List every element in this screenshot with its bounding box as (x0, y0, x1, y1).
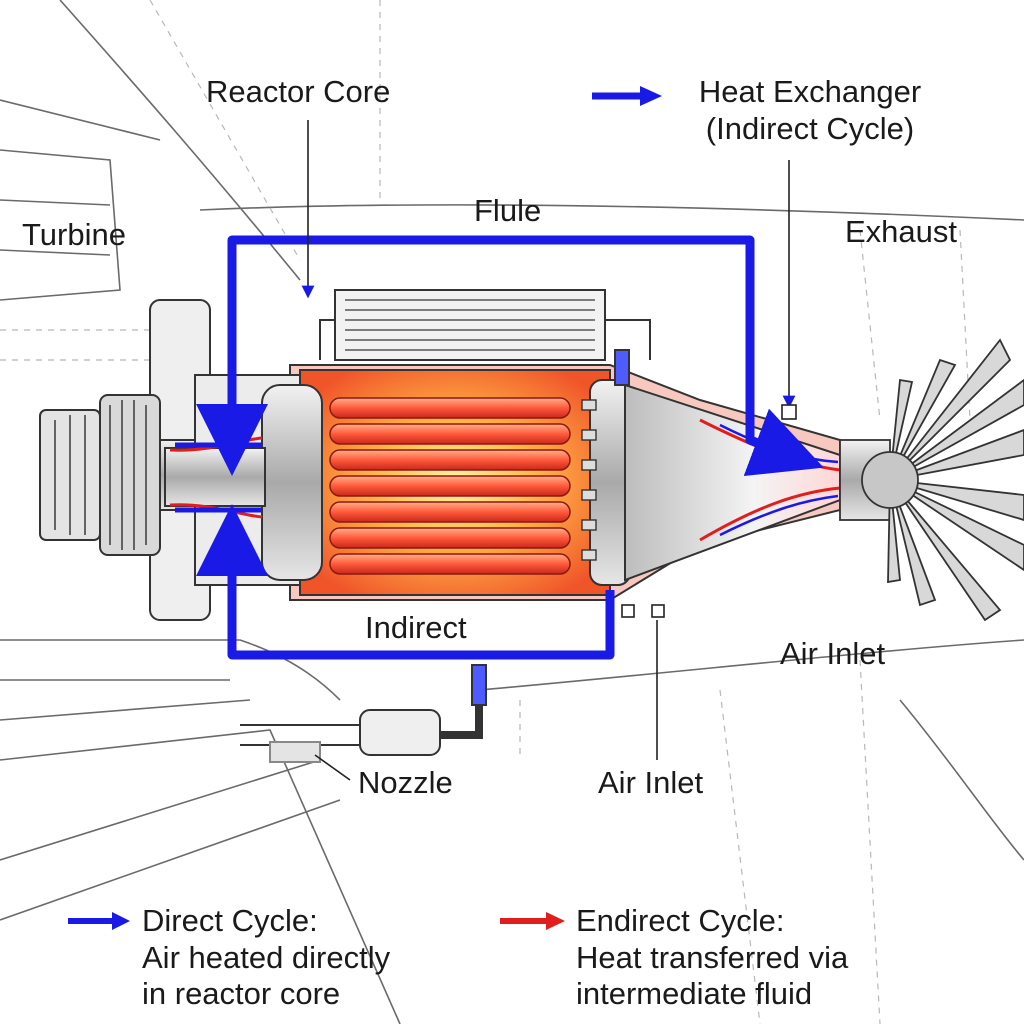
blue-arrow-icon (68, 912, 130, 930)
legend-indirect-desc-1: Heat transferred via (576, 939, 849, 975)
reactor-core (329, 397, 571, 575)
label-indirect: Indirect (365, 610, 467, 645)
red-arrow-icon (500, 912, 565, 930)
dashed-guides (0, 0, 971, 1024)
label-exhaust: Exhaust (845, 214, 958, 249)
legend-direct-title: Direct Cycle: (142, 903, 318, 938)
reactor-end-caps (261, 379, 631, 586)
connector-pipes (240, 349, 630, 763)
legend-indirect-title: Endirect Cycle: (576, 903, 785, 938)
legend-direct-desc-2: in reactor core (142, 976, 341, 1012)
label-air-inlet-bottom: Air Inlet (598, 765, 704, 800)
direct-cycle-loop (175, 235, 824, 660)
heat-exchanger-unit (319, 289, 651, 361)
legend-indirect: Endirect Cycle: Heat transferred via int… (576, 903, 848, 1013)
label-turbine: Turbine (22, 217, 126, 252)
label-reactor-core: Reactor Core (206, 74, 391, 109)
blue-arrow-icon (592, 86, 662, 106)
legend-direct-desc-1: Air heated directly (142, 939, 391, 975)
label-heat-exchanger-line2: (Indirect Cycle) (705, 110, 915, 146)
label-nozzle: Nozzle (358, 765, 453, 800)
leader-lines (301, 120, 797, 781)
label-flule: Flule (474, 193, 542, 228)
label-heat-exchanger: Heat Exchanger (Indirect Cycle) (680, 74, 940, 147)
legend-indirect-desc-2: intermediate fluid (576, 976, 813, 1012)
exhaust-fan (839, 338, 1024, 622)
label-air-inlet-right: Air Inlet (780, 636, 886, 671)
label-heat-exchanger-line1: Heat Exchanger (698, 74, 922, 109)
core-shaft (164, 436, 266, 519)
legend-direct: Direct Cycle: Air heated directly in rea… (142, 903, 390, 1013)
